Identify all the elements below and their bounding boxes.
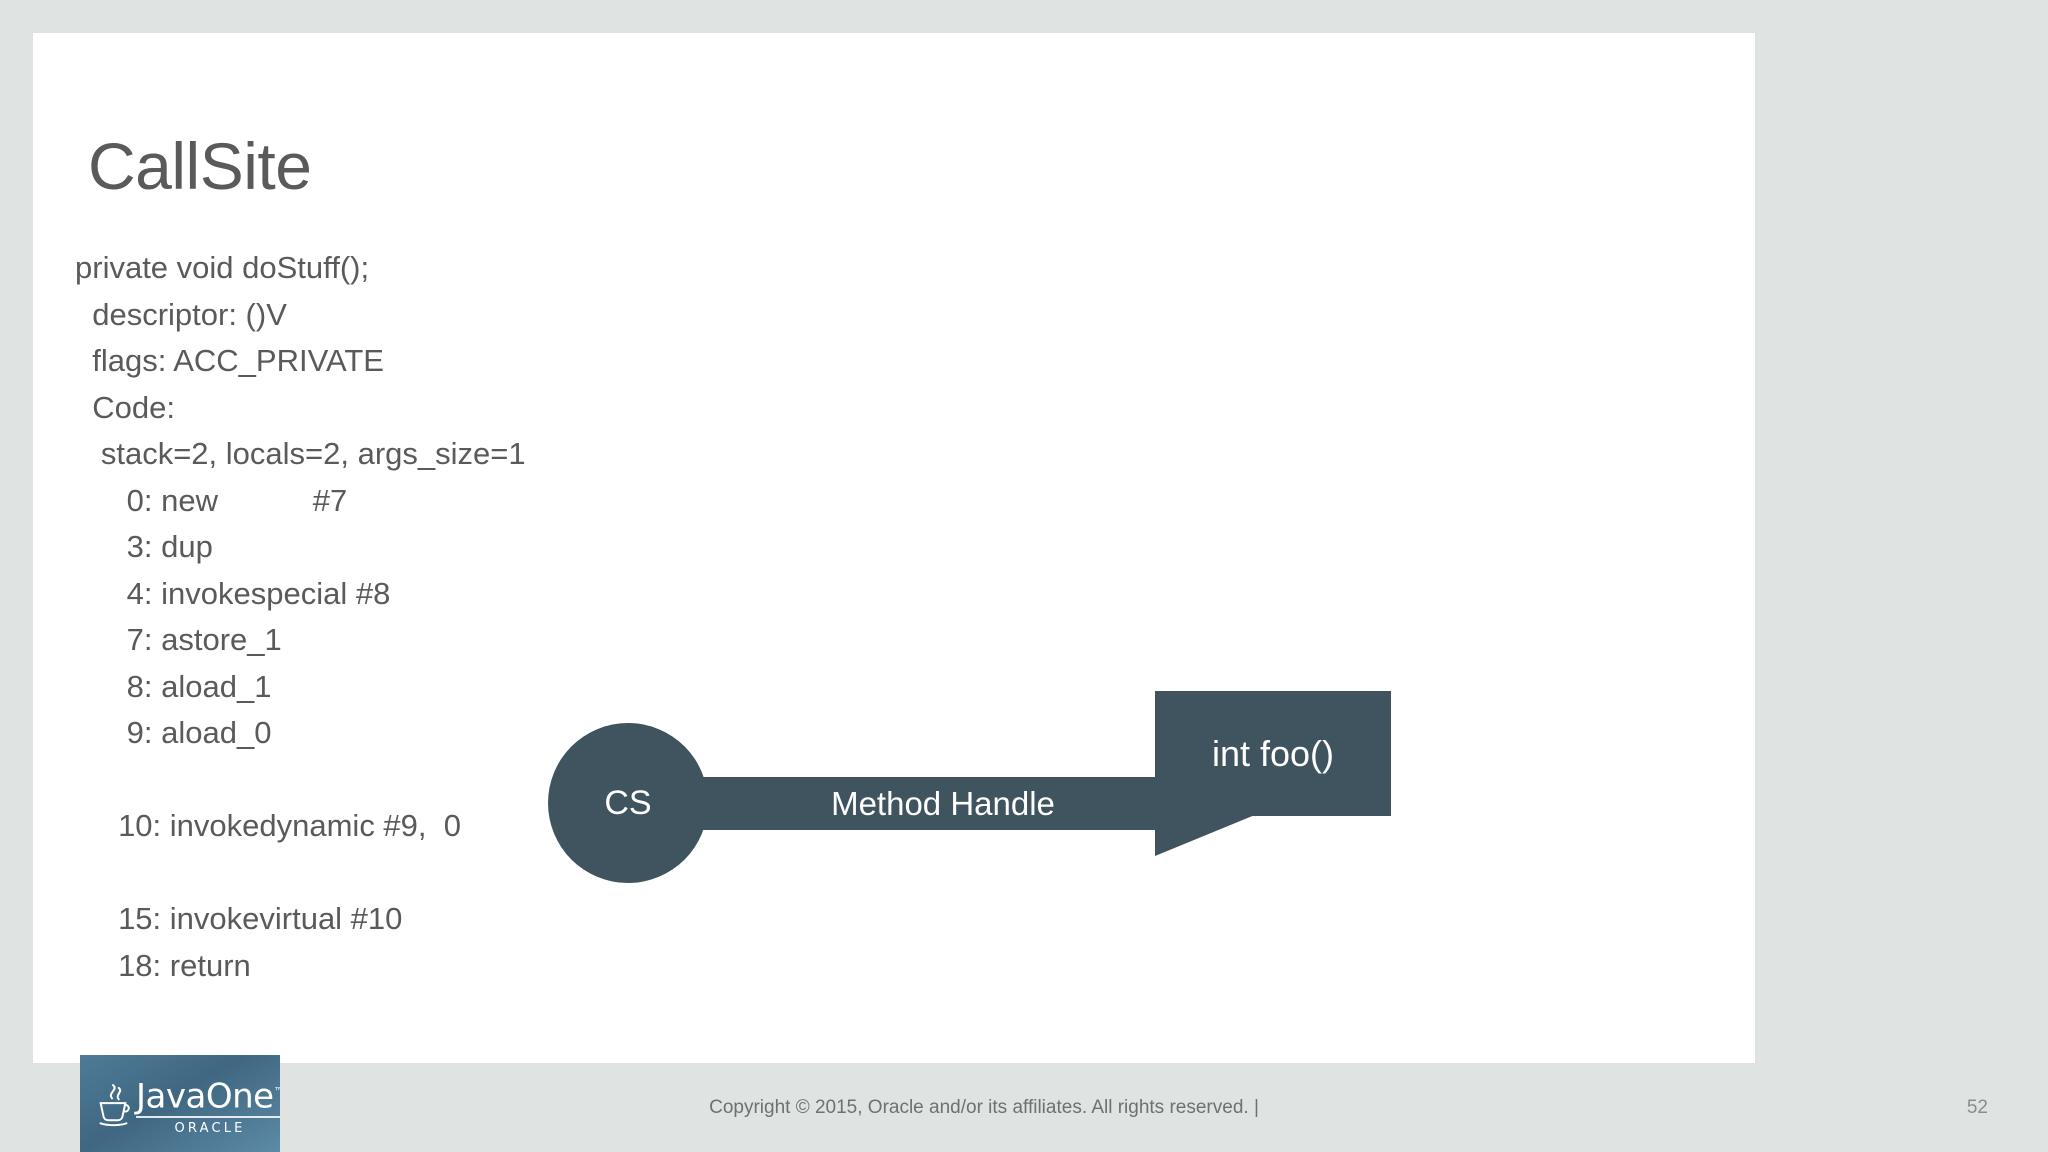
java-coffee-cup-icon — [99, 1084, 130, 1127]
copyright-text: Copyright © 2015, Oracle and/or its affi… — [709, 1096, 1259, 1118]
javaone-logo-inner: JavaOne™ ORACLE — [94, 1075, 280, 1136]
bytecode-line: 8: aload_1 — [75, 668, 272, 704]
bytecode-line: 10: invokedynamic #9, 0 — [75, 808, 461, 843]
bytecode-line: 3: dup — [75, 529, 213, 564]
callsite-node: CS — [548, 723, 708, 883]
method-handle-arrow-label-wrap: Method Handle — [683, 751, 1283, 856]
bytecode-line: descriptor: ()V — [75, 296, 287, 332]
bytecode-line: 9: aload_0 — [75, 715, 272, 750]
javaone-logo: JavaOne™ ORACLE — [80, 1055, 280, 1152]
javaone-logo-text: JavaOne™ ORACLE — [136, 1075, 280, 1136]
bytecode-line: 4: invokespecial #8 — [75, 575, 391, 611]
bytecode-line: 0: new #7 — [75, 482, 348, 518]
bytecode-line: private void doStuff(); — [75, 250, 370, 285]
bytecode-line: 15: invokevirtual #10 — [75, 901, 403, 936]
javaone-wordmark-text: JavaOne — [136, 1076, 274, 1117]
bytecode-line — [75, 850, 526, 897]
logo-divider — [136, 1116, 280, 1119]
bytecode-line: 7: astore_1 — [75, 622, 282, 657]
bytecode-line — [75, 757, 526, 804]
target-method-label: int foo() — [1211, 732, 1335, 774]
slide-canvas: CallSite private void doStuff(); descrip… — [33, 33, 1755, 1063]
bytecode-line: stack=2, locals=2, args_size=1 — [75, 436, 526, 471]
page-title: CallSite — [88, 129, 312, 203]
bytecode-line: flags: ACC_PRIVATE — [75, 343, 384, 378]
oracle-wordmark: ORACLE — [174, 1121, 246, 1137]
trademark-icon: ™ — [273, 1084, 280, 1098]
method-handle-arrow-label: Method Handle — [831, 784, 1055, 822]
method-handle-arrow — [683, 751, 1283, 856]
target-method-box: int foo() — [1155, 691, 1391, 816]
bytecode-line: Code: — [75, 389, 175, 425]
callsite-node-label: CS — [604, 783, 652, 822]
bytecode-line: 18: return — [75, 947, 251, 983]
javaone-wordmark: JavaOne™ — [136, 1075, 280, 1113]
bytecode-listing: private void doStuff(); descriptor: ()V … — [75, 245, 526, 989]
page-number: 52 — [1966, 1096, 1988, 1118]
slide-footer: JavaOne™ ORACLE Copyright © 2015, Oracle… — [0, 1055, 2048, 1152]
